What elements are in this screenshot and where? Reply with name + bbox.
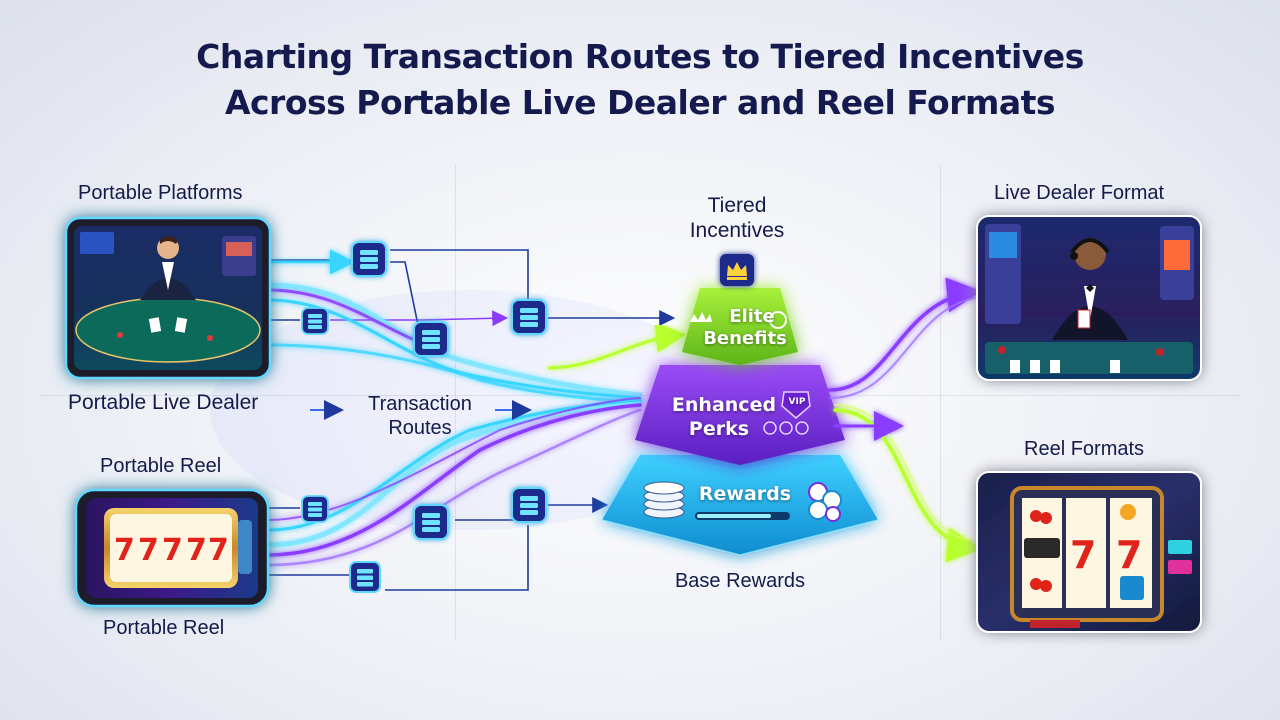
grid-line <box>455 165 456 640</box>
reel-formats-label: Reel Formats <box>1024 438 1145 460</box>
svg-text:7: 7 <box>1070 533 1096 577</box>
crown-icon <box>690 312 712 322</box>
elite-tier <box>682 288 798 365</box>
vip-badge-text: VIP <box>788 397 806 407</box>
crown-icon <box>720 254 754 286</box>
server-node-icon <box>511 487 547 523</box>
portable-live-dealer-label: Portable Live Dealer <box>68 391 259 414</box>
tablet-device <box>64 216 272 380</box>
server-node-icon <box>351 241 387 277</box>
svg-text:7: 7 <box>1116 533 1142 577</box>
chip-icon <box>808 482 842 522</box>
enhanced-line-2: Perks <box>688 418 750 440</box>
chip-icon <box>763 421 809 435</box>
elite-tier-label: Elite Benefits <box>695 306 795 350</box>
rewards-progress-fill <box>697 514 771 518</box>
live-dealer-format-label: Live Dealer Format <box>994 182 1165 204</box>
enhanced-line-1: Enhanced <box>671 394 777 416</box>
rewards-tier <box>602 455 878 555</box>
portable-platforms-label: Portable Platforms <box>78 182 243 204</box>
rewards-tier-label: Rewards <box>698 483 792 505</box>
server-node-icon <box>413 504 449 540</box>
tiered-incentives-heading: Tiered Incentives <box>662 193 812 243</box>
svg-text:7: 7 <box>186 533 207 568</box>
vip-shield-icon <box>781 391 811 419</box>
reel-format-card: 7 7 <box>976 471 1202 633</box>
bottom-routes <box>265 397 643 567</box>
phone-device: 7 7 7 7 7 <box>74 488 270 608</box>
page-title: Charting Transaction Routes to Tiered In… <box>0 34 1280 126</box>
routes-label-line-2: Routes <box>388 417 452 439</box>
svg-text:7: 7 <box>114 533 135 568</box>
title-line-2: Across Portable Live Dealer and Reel For… <box>224 83 1056 122</box>
routes-label-line-1: Transaction <box>368 393 472 415</box>
lime-route <box>547 322 686 370</box>
base-rewards-label: Base Rewards <box>674 570 806 592</box>
title-line-1: Charting Transaction Routes to Tiered In… <box>196 37 1084 76</box>
coin-stack-icon <box>643 481 685 519</box>
elite-line-1: Elite <box>729 306 775 327</box>
svg-text:7: 7 <box>162 533 183 568</box>
portable-reel-label-top: Portable Reel <box>100 455 222 477</box>
server-node-icon <box>301 495 329 523</box>
server-node-icon <box>413 321 449 357</box>
route-nodes <box>301 241 547 593</box>
enhanced-tier <box>635 365 845 465</box>
tier-pyramid <box>601 288 879 556</box>
swirl-icon <box>769 311 787 329</box>
transaction-routes-label: Transaction Routes <box>350 392 490 440</box>
grid-line <box>940 165 941 640</box>
server-node-icon <box>511 299 547 335</box>
tiers-heading-line-2: Incentives <box>689 219 785 242</box>
live-dealer-card <box>976 215 1202 381</box>
tiers-heading-line-1: Tiered <box>707 194 767 217</box>
portable-reel-label-bottom: Portable Reel <box>103 617 225 639</box>
server-node-icon <box>349 561 381 593</box>
svg-text:7: 7 <box>208 533 229 568</box>
elite-line-2: Benefits <box>703 328 787 349</box>
right-routes <box>828 277 982 563</box>
svg-text:7: 7 <box>138 533 159 568</box>
enhanced-tier-label: Enhanced Perks <box>664 393 784 441</box>
server-node-icon <box>301 307 329 335</box>
